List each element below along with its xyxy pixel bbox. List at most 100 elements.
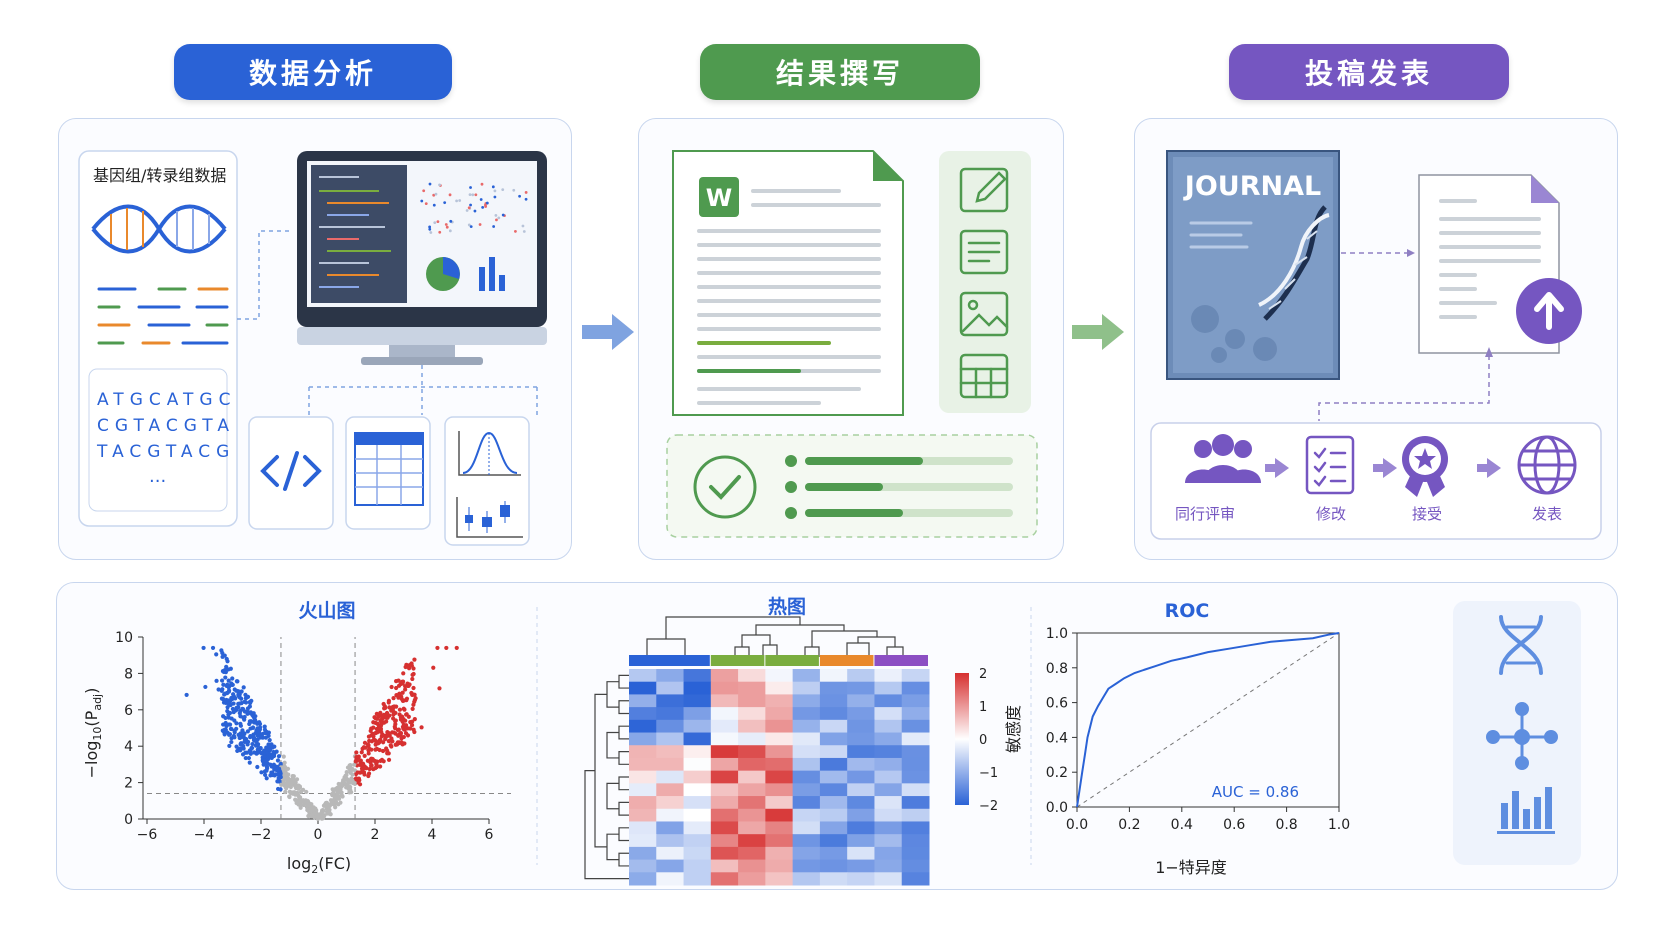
volcano-point bbox=[219, 696, 225, 701]
volcano-point bbox=[393, 719, 398, 724]
mini-scatter-point bbox=[445, 225, 449, 229]
volcano-point bbox=[238, 714, 243, 719]
volcano-point bbox=[408, 726, 413, 731]
volcano-point bbox=[237, 701, 242, 706]
heatmap-cell bbox=[656, 834, 685, 848]
volcano-point bbox=[349, 790, 354, 795]
mini-scatter-point bbox=[448, 193, 452, 197]
upload-icon[interactable] bbox=[1516, 278, 1582, 344]
volcano-point bbox=[339, 790, 344, 795]
volcano-point bbox=[247, 704, 252, 709]
volcano-point bbox=[369, 733, 374, 738]
volcano-point bbox=[283, 789, 288, 795]
volcano-point bbox=[332, 794, 337, 799]
volcano-point bbox=[297, 796, 303, 801]
arrow-right-icon bbox=[582, 314, 634, 350]
mini-scatter-point bbox=[458, 199, 462, 202]
volcano-point bbox=[362, 753, 367, 758]
mini-scatter-point bbox=[436, 220, 440, 224]
volcano-point bbox=[264, 768, 269, 773]
heatmap-cell bbox=[819, 757, 848, 772]
volcano-point bbox=[226, 701, 231, 706]
heatmap-cell bbox=[683, 745, 712, 759]
mini-scatter-point bbox=[422, 189, 426, 193]
volcano-point bbox=[298, 805, 303, 810]
volcano-point bbox=[276, 775, 281, 781]
volcano-point bbox=[231, 701, 236, 706]
heatmap-cell bbox=[765, 732, 794, 746]
heatmap-cell bbox=[656, 745, 685, 759]
heatmap-cell bbox=[819, 834, 848, 848]
heatmap-cell bbox=[847, 770, 875, 784]
volcano-point bbox=[397, 712, 402, 717]
volcano-point bbox=[224, 697, 229, 703]
mini-scatter-point bbox=[467, 206, 471, 210]
volcano-point bbox=[389, 739, 395, 744]
journal-cover-icon: JOURNAL bbox=[1166, 150, 1340, 380]
roc-frame bbox=[1076, 632, 1340, 808]
sequencing-reads-icon bbox=[97, 287, 229, 345]
heatmap-cell bbox=[656, 694, 685, 708]
volcano-point bbox=[294, 777, 300, 782]
heatmap-group-bar bbox=[629, 655, 710, 666]
volcano-point bbox=[389, 684, 394, 690]
volcano-point bbox=[357, 778, 362, 783]
volcano-point bbox=[411, 727, 416, 732]
volcano-x-tick-label: 0 bbox=[314, 827, 323, 843]
volcano-point bbox=[373, 765, 378, 771]
mini-scatter-point bbox=[434, 192, 438, 196]
stage-header-publish: 投稿发表 bbox=[1229, 44, 1509, 100]
mini-scatter-point bbox=[522, 230, 526, 233]
mini-scatter-point bbox=[465, 209, 469, 212]
volcano-point bbox=[405, 664, 410, 669]
heatmap-cell bbox=[710, 707, 739, 721]
volcano-point bbox=[412, 717, 417, 722]
heatmap-cell bbox=[874, 821, 903, 835]
volcano-point bbox=[394, 742, 399, 747]
heatmap-cell bbox=[819, 681, 848, 695]
heatmap-cell bbox=[629, 669, 657, 683]
volcano-point bbox=[413, 696, 418, 701]
heatmap-cell bbox=[710, 808, 739, 822]
heatmap-cell bbox=[792, 707, 821, 721]
volcano-point bbox=[324, 800, 330, 805]
volcano-point bbox=[435, 645, 440, 651]
heatmap: 热图 210−1−2 bbox=[584, 595, 998, 886]
volcano-point bbox=[391, 696, 396, 701]
volcano-point bbox=[236, 692, 241, 697]
volcano-point bbox=[220, 687, 225, 692]
roc-line bbox=[1076, 632, 1340, 808]
volcano-point bbox=[401, 671, 406, 676]
heatmap-cell bbox=[874, 796, 903, 810]
volcano-point bbox=[363, 745, 368, 750]
volcano-point bbox=[367, 766, 372, 772]
heatmap-cell bbox=[765, 796, 794, 810]
volcano-point bbox=[396, 727, 401, 732]
mini-scatter-point bbox=[494, 213, 498, 217]
mini-scatter-point bbox=[492, 225, 496, 228]
volcano-point bbox=[286, 779, 292, 784]
volcano-point bbox=[225, 659, 230, 664]
image-icon bbox=[959, 291, 1009, 337]
volcano-point bbox=[256, 742, 261, 747]
volcano-point bbox=[336, 802, 341, 807]
volcano-point bbox=[390, 730, 395, 735]
volcano-point bbox=[406, 714, 411, 719]
heatmap-cell bbox=[738, 821, 766, 835]
mini-scatter-point bbox=[484, 205, 488, 208]
heatmap-row-branch bbox=[618, 776, 629, 791]
mini-scatter-point bbox=[469, 225, 473, 229]
heatmap-cell bbox=[683, 770, 712, 784]
volcano-point bbox=[241, 685, 246, 690]
mini-scatter-point bbox=[473, 209, 477, 213]
volcano-point bbox=[267, 738, 272, 743]
writing-panel: W bbox=[638, 118, 1064, 560]
heatmap-cell bbox=[901, 834, 930, 848]
volcano-point bbox=[378, 764, 383, 769]
volcano-point bbox=[247, 719, 252, 724]
mini-scatter-point bbox=[474, 193, 478, 197]
heatmap-cell bbox=[683, 757, 712, 772]
volcano-point bbox=[366, 751, 371, 756]
volcano-point bbox=[299, 789, 304, 794]
volcano-point bbox=[248, 734, 253, 739]
